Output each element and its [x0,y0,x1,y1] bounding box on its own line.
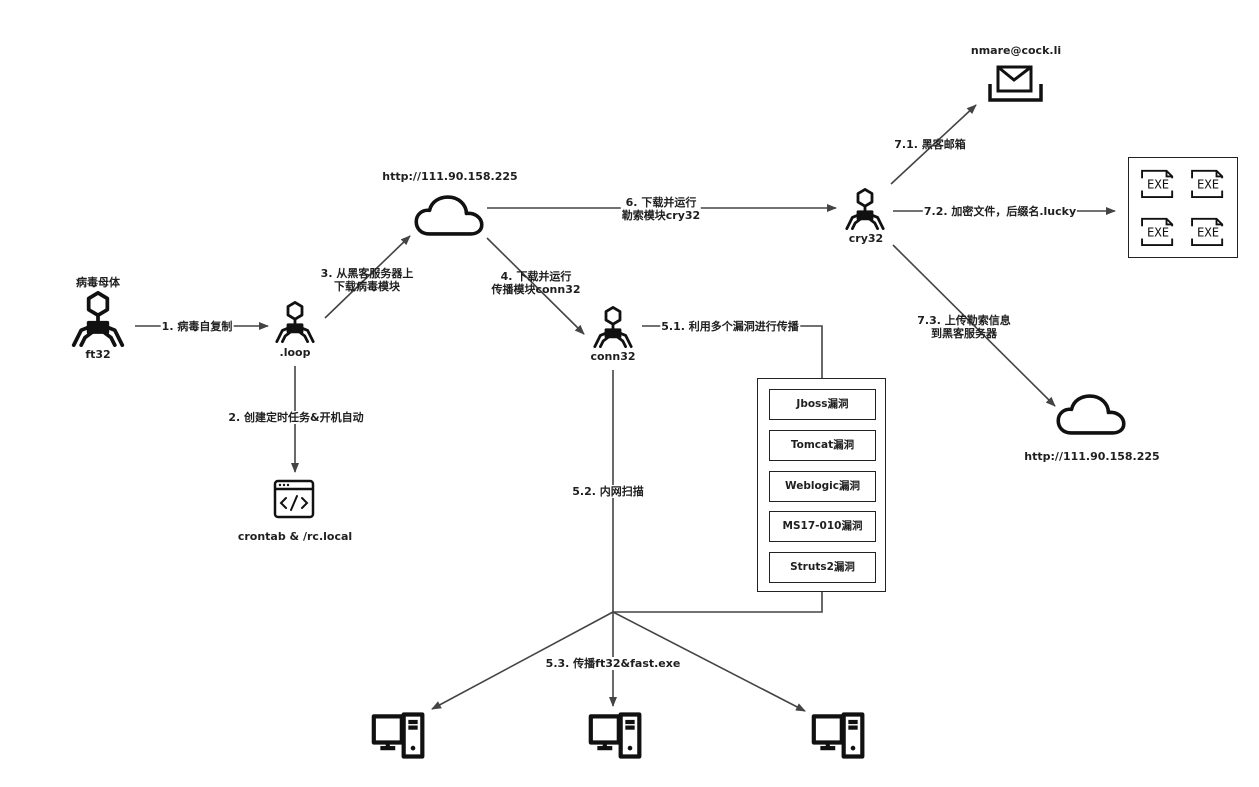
exploit-item-struts2: Struts2漏洞 [769,552,876,583]
edge-3-label-line2: 下载病毒模块 [333,280,400,293]
exe-file-icon [1139,169,1177,198]
exploit-item-weblogic: Weblogic漏洞 [769,471,876,502]
edge-53-left-line [431,611,614,710]
computer-left-icon [374,715,423,757]
exploits-group: Jboss漏洞 Tomcat漏洞 Weblogic漏洞 MS17-010漏洞 S… [757,378,886,592]
exploit-item-jboss: Jboss漏洞 [769,389,876,420]
edge-51-line [642,325,823,378]
exe-file-icon [1189,217,1227,246]
computer-right-icon [814,715,863,757]
edge-4-label: 4. 下载并运行 传播模块conn32 [491,270,580,296]
encrypted-files-group [1128,157,1238,258]
email-label: nmare@cock.li [970,44,1062,57]
edge-51-label: 5.1. 利用多个漏洞进行传播 [660,320,800,333]
server2-cloud-icon [1056,394,1126,435]
edge-4-label-line1: 4. 下载并运行 [500,270,572,283]
loop-label: .loop [279,346,311,359]
ft32-virus-icon [74,293,123,345]
edge-53-right-line [612,611,806,712]
crontab-label: crontab & /rc.local [237,530,353,543]
server1-label: http://111.90.158.225 [382,170,518,183]
ft32-caption: 病毒母体 [76,276,120,289]
edge-72-label: 7.2. 加密文件，后缀名.lucky [922,205,1078,218]
exploit-item-tomcat: Tomcat漏洞 [769,430,876,461]
ft32-label: ft32 [85,348,111,361]
edge-4-line [486,237,585,335]
mail-icon [988,65,1043,102]
edge-6-label-line1: 6. 下载并运行 [625,196,697,209]
computer-mid-icon [591,715,640,757]
edge-52-label: 5.2. 内网扫描 [571,485,645,498]
edge-71-line [890,104,977,185]
terminal-icon [273,479,315,519]
edge-73-label-line2: 到黑客服务器 [931,327,997,340]
edge-73-label-line1: 7.3. 上传勒索信息 [917,314,1011,327]
server1-cloud-icon [414,195,484,236]
loop-virus-icon [275,301,315,343]
cry32-label: cry32 [848,232,884,245]
cry32-virus-icon [845,188,885,230]
conn32-virus-icon [593,306,633,348]
edge-4-label-line2: 传播模块conn32 [491,283,581,296]
edge-3-label: 3. 从黑客服务器上 下载病毒模块 [321,267,414,293]
exploit-item-ms17-010: MS17-010漏洞 [769,511,876,542]
edge-71-label: 7.1. 黑客邮箱 [894,138,966,151]
edge-6-label: 6. 下载并运行 勒索模块cry32 [620,196,702,222]
edge-1-label: 1. 病毒自复制 [160,320,234,333]
edge-6-label-line2: 勒索模块cry32 [621,209,701,222]
edge-73-label: 7.3. 上传勒索信息 到黑客服务器 [917,314,1011,340]
edge-3-label-line1: 3. 从黑客服务器上 [320,267,414,280]
exe-file-icon [1189,169,1227,198]
exe-file-icon [1139,217,1177,246]
edge-73-line [892,244,1056,407]
edge-3-line [324,235,411,319]
edge-2-label: 2. 创建定时任务&开机自动 [227,411,365,424]
server2-label: http://111.90.158.225 [1024,450,1160,463]
conn32-label: conn32 [590,350,636,363]
edge-53-label: 5.3. 传播ft32&fast.exe [544,657,682,670]
